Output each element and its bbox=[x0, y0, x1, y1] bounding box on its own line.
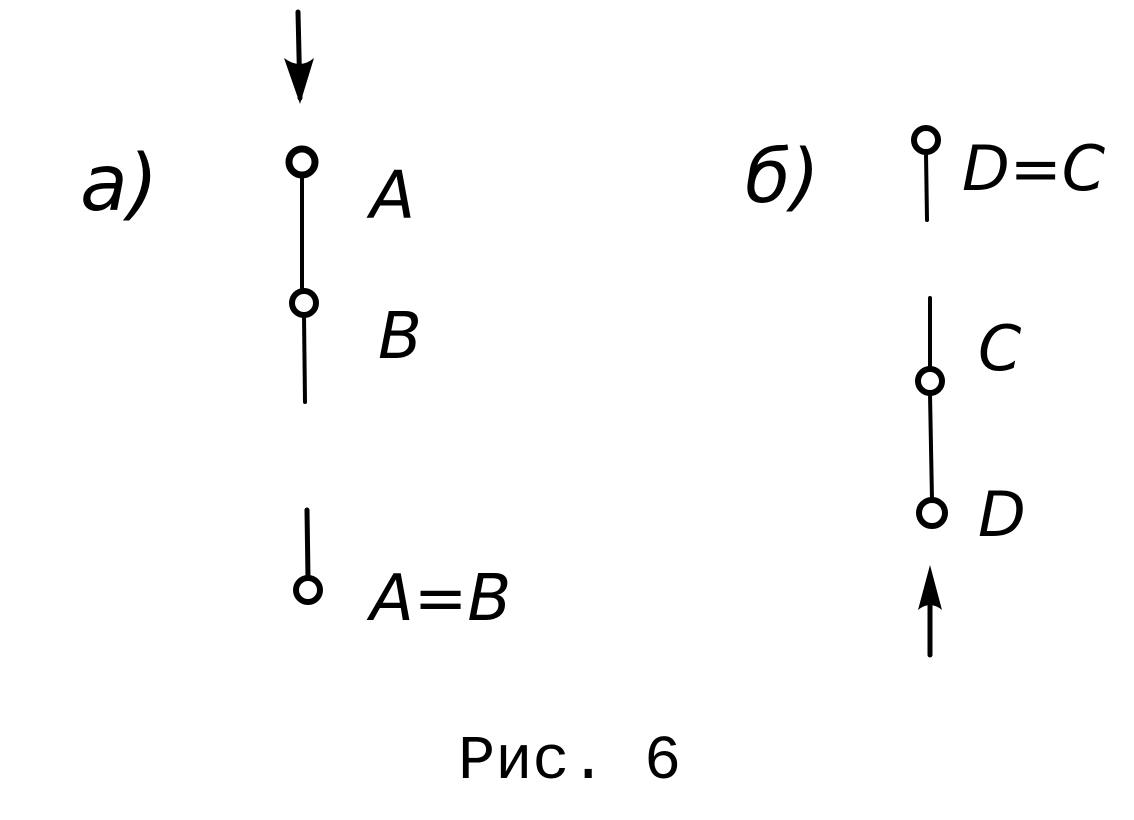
panel-b: б) D=C C D bbox=[745, 125, 1106, 658]
node-d-label: D bbox=[978, 478, 1026, 551]
panel-a: a) A B A=B bbox=[80, 9, 511, 636]
edge-merged-a-b bbox=[304, 507, 311, 581]
arrow-up-icon bbox=[918, 565, 942, 658]
panel-b-label: б) bbox=[745, 134, 820, 220]
node-merged-a-b bbox=[293, 575, 323, 605]
panel-a-label: a) bbox=[80, 139, 158, 229]
arrow-down-icon bbox=[284, 9, 314, 104]
merged-d-c-label: D=C bbox=[962, 132, 1106, 205]
node-c-label: C bbox=[978, 312, 1022, 385]
edge-b-tail bbox=[302, 314, 307, 404]
node-a-label: A bbox=[366, 157, 415, 234]
node-b bbox=[289, 288, 319, 318]
merged-a-b-label: A=B bbox=[366, 562, 511, 636]
edge-merged-d-c bbox=[924, 151, 929, 222]
node-a bbox=[285, 145, 319, 179]
node-merged-d-c bbox=[911, 125, 941, 155]
edge-c-d bbox=[928, 392, 934, 502]
node-d bbox=[916, 497, 948, 529]
figure-caption: Рис. 6 bbox=[458, 726, 681, 797]
node-b-label: B bbox=[378, 300, 422, 374]
node-c bbox=[915, 366, 945, 396]
